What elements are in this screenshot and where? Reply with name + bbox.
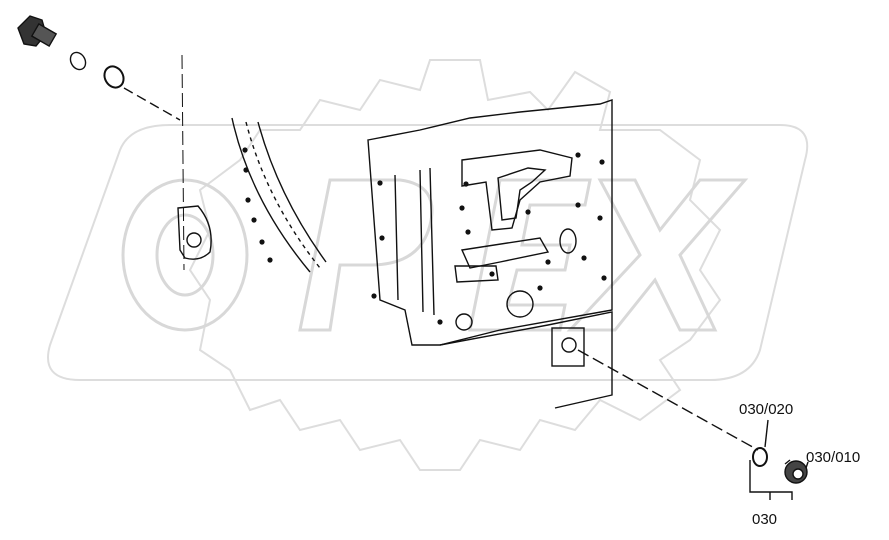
watermark-wordmark-band bbox=[47, 124, 809, 381]
vertical-rib bbox=[394, 167, 435, 316]
plug-boss bbox=[551, 327, 585, 367]
middle-step bbox=[460, 237, 550, 269]
leader-030-020 bbox=[764, 419, 769, 448]
watermark-logo bbox=[47, 59, 809, 471]
upper-assembly-dashline bbox=[123, 87, 181, 121]
housing-inner-arc bbox=[245, 121, 321, 269]
upper-plug-assembly bbox=[17, 15, 185, 271]
sealing-ring-030-020 bbox=[752, 447, 768, 467]
housing-panel bbox=[177, 99, 613, 409]
upper-pocket-inner bbox=[497, 167, 547, 221]
plate-outline bbox=[367, 99, 613, 346]
screw-plug-030-010 bbox=[784, 459, 808, 484]
oval-port bbox=[559, 228, 577, 254]
plate-lower-edge bbox=[439, 311, 613, 409]
left-boss bbox=[177, 205, 212, 260]
leader-030-010 bbox=[805, 461, 809, 469]
upper-sealing-washer bbox=[69, 51, 87, 71]
bracket-030 bbox=[749, 460, 793, 500]
plug-boss-hole bbox=[561, 337, 577, 353]
lower-assembly-dashline bbox=[577, 349, 759, 451]
housing-arc-2 bbox=[257, 121, 327, 263]
callout-030-020: 030/020 bbox=[739, 401, 793, 418]
watermark-gear bbox=[188, 59, 722, 471]
callout-030: 030 bbox=[752, 511, 777, 528]
upper-screw-plug bbox=[17, 15, 58, 48]
callout-030-010: 030/010 bbox=[806, 449, 860, 466]
upper-sealing-ring bbox=[103, 65, 125, 89]
middle-slot bbox=[454, 265, 499, 283]
lower-plug-assembly bbox=[577, 349, 809, 500]
large-bore bbox=[506, 290, 534, 318]
upper-pocket bbox=[461, 149, 573, 231]
upper-vertical-dashline bbox=[181, 54, 185, 271]
small-bore bbox=[455, 313, 473, 331]
bolt-holes bbox=[242, 147, 607, 325]
left-boss-hole bbox=[186, 232, 202, 248]
housing-outer-arc bbox=[231, 117, 311, 273]
watermark-wordmark-letters bbox=[121, 178, 749, 332]
